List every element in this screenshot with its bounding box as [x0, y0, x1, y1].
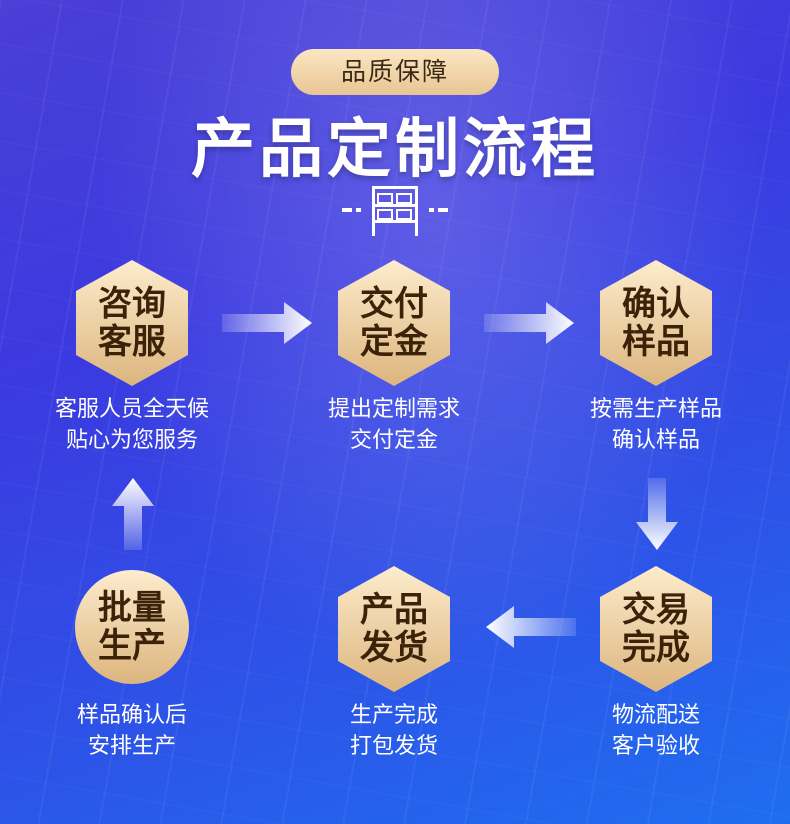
arrow-right-icon [222, 302, 312, 344]
step-consult-title-1: 咨询 [98, 284, 166, 324]
step-deposit-desc: 提出定制需求 交付定金 [279, 394, 509, 456]
step-consult-title-2: 客服 [98, 322, 166, 362]
step-ship-title-1: 产品 [360, 590, 428, 630]
step-ship-desc-1: 生产完成 [349, 703, 438, 728]
step-complete-title-2: 完成 [622, 628, 690, 668]
page-title: 产品定制流程 [191, 113, 599, 187]
step-deposit-desc-2: 交付定金 [349, 428, 438, 453]
shelf-icon [342, 186, 448, 236]
arrow-right-icon [484, 302, 574, 344]
arrow-left-icon [486, 606, 576, 648]
step-deposit-hexagon: 交付 定金 [336, 258, 452, 388]
step-sample-title-2: 样品 [622, 322, 690, 362]
step-sample-desc-2: 确认样品 [611, 428, 700, 453]
step-production-desc: 样品确认后 安排生产 [17, 700, 247, 762]
step-consult-hexagon: 咨询 客服 [74, 258, 190, 388]
step-consult-desc-2: 贴心为您服务 [65, 428, 198, 453]
step-sample-desc-1: 按需生产样品 [589, 397, 722, 422]
step-production-desc-1: 样品确认后 [76, 703, 187, 728]
step-consult-desc: 客服人员全天候 贴心为您服务 [17, 394, 247, 456]
step-sample-hexagon: 确认 样品 [598, 258, 714, 388]
step-complete-desc-2: 客户验收 [611, 734, 700, 759]
quality-badge: 品质保障 [291, 49, 499, 95]
step-ship-hexagon: 产品 发货 [336, 564, 452, 694]
step-ship-desc: 生产完成 打包发货 [279, 700, 509, 762]
step-complete-title-1: 交易 [622, 590, 690, 630]
step-ship-desc-2: 打包发货 [349, 734, 438, 759]
step-deposit-title-2: 定金 [360, 322, 428, 362]
arrow-down-icon [636, 478, 678, 550]
step-ship-title-2: 发货 [360, 628, 428, 668]
step-sample-title-1: 确认 [622, 284, 690, 324]
step-complete-hexagon: 交易 完成 [598, 564, 714, 694]
step-production-desc-2: 安排生产 [87, 734, 176, 759]
step-deposit-title-1: 交付 [360, 284, 428, 324]
step-complete-desc-1: 物流配送 [611, 703, 700, 728]
step-production-circle: 批量 生产 [73, 568, 191, 686]
step-deposit-desc-1: 提出定制需求 [327, 397, 460, 422]
arrow-up-icon [112, 478, 154, 550]
step-production-title-2: 生产 [98, 626, 166, 666]
step-production-title-1: 批量 [98, 588, 166, 628]
step-complete-desc: 物流配送 客户验收 [541, 700, 771, 762]
step-consult-desc-1: 客服人员全天候 [54, 397, 209, 422]
step-sample-desc: 按需生产样品 确认样品 [541, 394, 771, 456]
